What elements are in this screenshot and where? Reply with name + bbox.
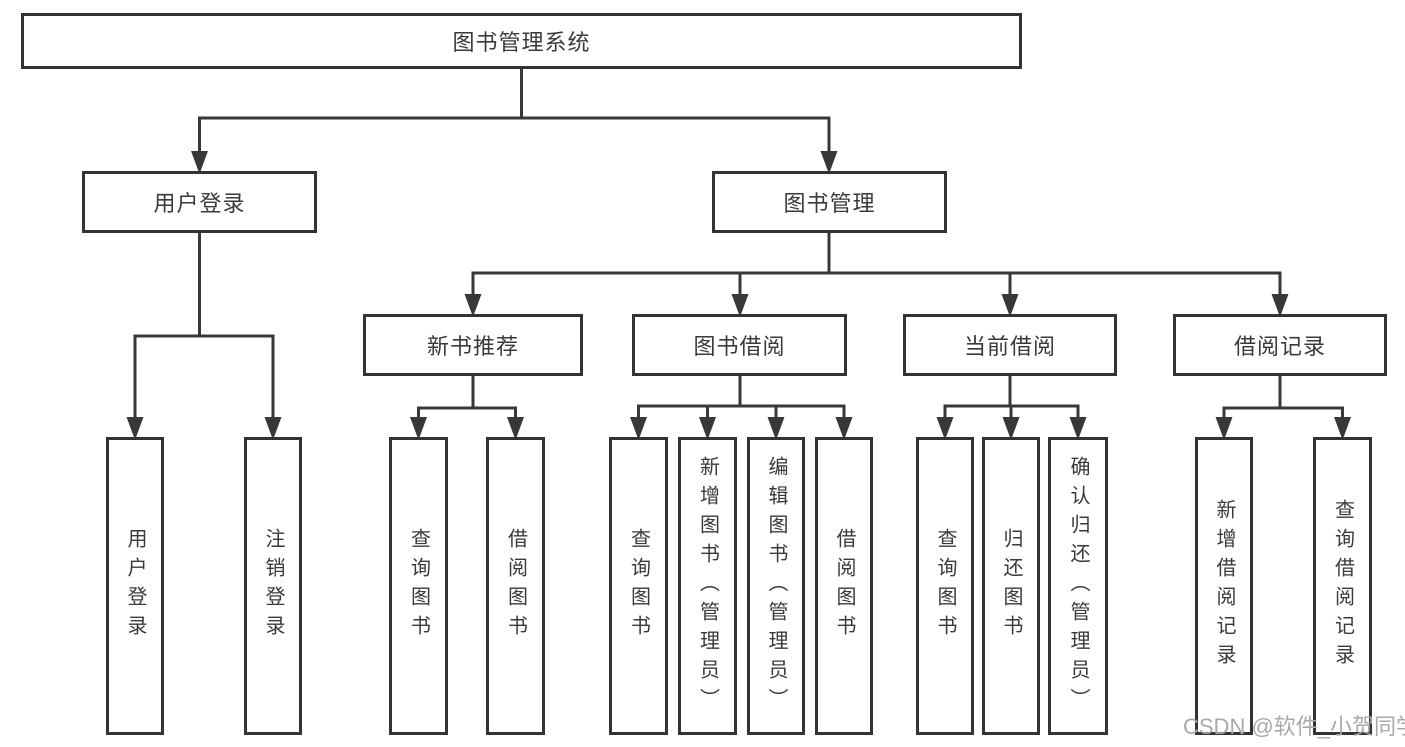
node-book-management: 图书管理 [712, 171, 947, 233]
leaf-cb-return-books: 归还图书 [982, 437, 1040, 735]
csdn-watermark: CSDN @软件_小贺同学 [1183, 714, 1405, 739]
node-borrowing-records-label: 借阅记录 [1233, 334, 1326, 359]
node-book-management-label: 图书管理 [783, 191, 876, 216]
node-current-borrowing-label: 当前借阅 [963, 334, 1056, 359]
leaf-bb-edit-books-admin: 编辑图书（管理员） [747, 437, 805, 735]
leaf-cb-confirm-return-admin-label: 确认归还（管理员） [1067, 455, 1089, 717]
leaf-br-add-record: 新增借阅记录 [1195, 437, 1253, 735]
leaf-cb-confirm-return-admin: 确认归还（管理员） [1048, 437, 1108, 735]
arrowhead-user-login [191, 151, 208, 174]
arrowhead-nbr-query-books [410, 417, 427, 440]
arrowhead-book-management [820, 151, 838, 174]
node-new-book-recommend: 新书推荐 [363, 314, 583, 376]
arrowhead-nbr-borrow-books [507, 417, 524, 440]
leaf-user-login: 用户登录 [106, 437, 164, 735]
arrowhead-borrowing-records [1271, 294, 1289, 317]
arrowhead-bb-edit-books [767, 417, 785, 440]
node-borrowing-records: 借阅记录 [1173, 314, 1387, 376]
connector-user-login-rail [133, 334, 275, 417]
arrowhead-leaf-user-login [126, 417, 144, 440]
arrowhead-br-add-record [1215, 417, 1233, 440]
arrowhead-bb-query-books [630, 417, 647, 440]
leaf-cb-query-books: 查询图书 [916, 437, 974, 735]
leaf-bb-query-books: 查询图书 [609, 437, 668, 735]
leaf-bb-borrow-books-label: 借阅图书 [833, 528, 855, 644]
node-current-borrowing: 当前借阅 [903, 314, 1117, 376]
arrowhead-book-borrowing [731, 294, 749, 317]
arrowhead-br-query-record [1334, 417, 1351, 440]
leaf-nbr-borrow-books: 借阅图书 [486, 437, 545, 735]
leaf-bb-query-books-label: 查询图书 [627, 528, 650, 644]
leaf-user-login-label: 用户登录 [124, 528, 146, 644]
node-user-login-label: 用户登录 [153, 191, 246, 216]
connector-br-rail [1222, 406, 1344, 417]
node-new-book-recommend-label: 新书推荐 [426, 334, 519, 359]
connector-bb-rail [637, 404, 846, 417]
connector-level2-rail [198, 116, 831, 151]
arrowhead-current-borrowing [1001, 294, 1019, 317]
arrowhead-leaf-logout [264, 417, 282, 440]
leaf-br-query-record-label: 查询借阅记录 [1331, 499, 1354, 673]
arrowhead-cb-return-books [1002, 417, 1020, 440]
leaf-bb-add-books-admin: 新增图书（管理员） [678, 437, 737, 735]
leaf-br-query-record: 查询借阅记录 [1313, 437, 1372, 735]
leaf-cb-query-books-label: 查询图书 [934, 528, 956, 644]
node-book-borrowing: 图书借阅 [632, 314, 847, 376]
leaf-bb-borrow-books: 借阅图书 [815, 437, 873, 735]
connector-nbr-rail [417, 406, 517, 417]
arrowhead-cb-query-books [936, 417, 954, 440]
node-book-borrowing-label: 图书借阅 [693, 334, 786, 359]
node-root-label: 图书管理系统 [452, 30, 591, 55]
leaf-cb-return-books-label: 归还图书 [1000, 528, 1022, 644]
leaf-logout-login: 注销登录 [244, 437, 302, 735]
leaf-logout-login-label: 注销登录 [262, 528, 284, 644]
arrowhead-bb-add-books [699, 417, 716, 440]
node-user-login: 用户登录 [82, 171, 317, 233]
leaf-bb-edit-books-admin-label: 编辑图书（管理员） [765, 455, 787, 717]
node-root: 图书管理系统 [21, 13, 1022, 69]
arrowhead-cb-confirm-return [1069, 417, 1087, 440]
arrowhead-bb-borrow-books [835, 417, 853, 440]
leaf-br-add-record-label: 新增借阅记录 [1213, 499, 1235, 673]
leaf-nbr-query-books: 查询图书 [389, 437, 448, 735]
leaf-bb-add-books-admin-label: 新增图书（管理员） [696, 455, 719, 717]
leaf-nbr-borrow-books-label: 借阅图书 [504, 528, 527, 644]
connector-level3-rail [471, 271, 1282, 294]
arrowhead-new-book-recommend [464, 294, 482, 317]
leaf-nbr-query-books-label: 查询图书 [407, 528, 430, 644]
